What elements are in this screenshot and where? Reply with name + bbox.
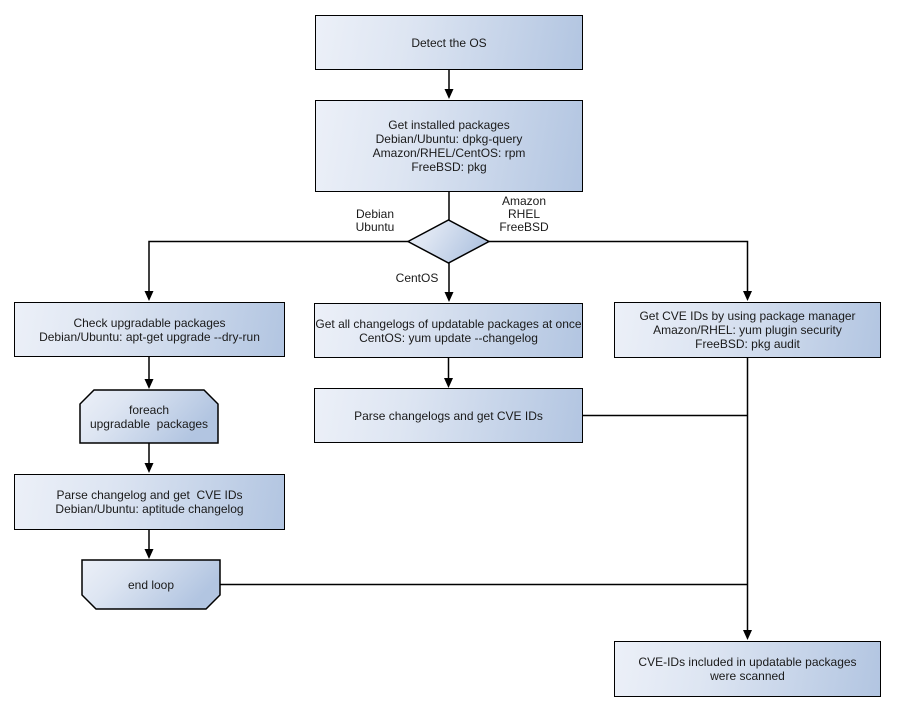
arrowhead [144, 549, 154, 559]
edge-label-debian-ubuntu: Debian Ubuntu [355, 207, 395, 234]
edge-foreach-to-parse [144, 443, 154, 473]
end-loop-shape [81, 559, 221, 610]
arrowhead [743, 630, 752, 640]
node-get-changelogs-centos: Get all changelogs of updatable packages… [314, 303, 583, 358]
node-detect-os: Detect the OS [315, 15, 583, 70]
edge-detect-to-installed [444, 70, 454, 99]
os-decision-diamond [406, 219, 491, 264]
edge-trunk-to-result [743, 358, 752, 640]
arrowhead [444, 378, 453, 388]
edge-label-amazon-rhel-freebsd: Amazon RHEL FreeBSD [499, 194, 549, 234]
arrowhead [444, 89, 454, 99]
edge-label-centos: CentOS [395, 271, 439, 285]
edge-decision-to-get-changelogs [444, 263, 454, 302]
node-check-upgradable-packages: Check upgradable packages Debian/Ubuntu:… [14, 302, 285, 357]
node-get-installed-packages: Get installed packages Debian/Ubuntu: dp… [315, 100, 583, 192]
foreach-loop-shape [79, 389, 219, 444]
edge-decision-to-get-cve [489, 240, 752, 301]
node-result-scanned: CVE-IDs included in updatable packages w… [614, 641, 881, 697]
node-parse-changelogs-centos: Parse changelogs and get CVE IDs [314, 388, 583, 443]
arrowhead [444, 292, 454, 302]
arrowhead [144, 379, 154, 389]
arrowhead [144, 463, 154, 473]
arrowhead [743, 291, 752, 301]
edge-decision-to-check-upgradable [144, 240, 408, 301]
node-get-cve-package-manager: Get CVE IDs by using package manager Ama… [614, 302, 881, 358]
arrowhead [144, 291, 154, 301]
edge-parse-to-endloop [144, 530, 154, 559]
edge-check-to-foreach [144, 357, 154, 389]
edge-changelogs-to-parse [444, 358, 453, 388]
node-parse-changelog-debian: Parse changelog and get CVE IDs Debian/U… [14, 474, 285, 530]
